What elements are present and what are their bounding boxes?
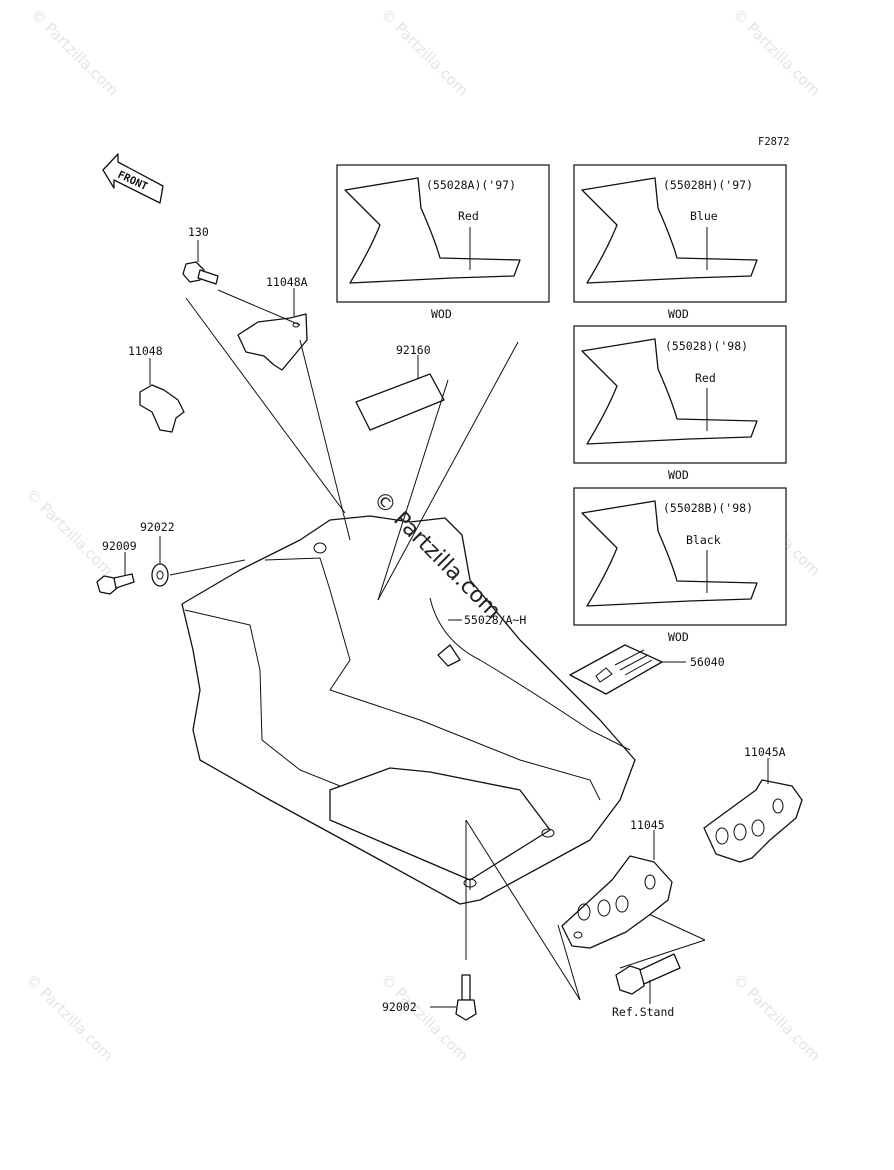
callout-130: 130 xyxy=(188,225,209,239)
callout-92002: 92002 xyxy=(382,1000,417,1014)
bolt-130: 130 xyxy=(182,225,219,285)
washer-92022: 92022 xyxy=(140,520,175,587)
variant-box-4: (55028B)('98) Black WOD xyxy=(573,487,787,644)
variant-caption: WOD xyxy=(668,307,689,321)
callout-92160: 92160 xyxy=(396,343,431,357)
variant-color: Red xyxy=(458,209,479,223)
watermark: © Partzilla.com xyxy=(27,5,122,100)
front-arrow-icon: FRONT xyxy=(102,153,164,204)
leader-lines xyxy=(169,289,706,1001)
callout-11045: 11045 xyxy=(630,818,665,832)
label-92160: 92160 xyxy=(355,343,445,431)
variant-caption: WOD xyxy=(668,630,689,644)
bolt-92002: 92002 xyxy=(382,974,477,1021)
callout-92009: 92009 xyxy=(102,539,137,553)
callout-ref-stand: Ref.Stand xyxy=(612,1005,674,1019)
callout-92022: 92022 xyxy=(140,520,175,534)
figure-code: F2872 xyxy=(758,136,790,148)
stand-pin: Ref.Stand xyxy=(612,953,681,1019)
callout-56040: 56040 xyxy=(690,655,725,669)
variant-box-1: (55028A)('97) Red WOD xyxy=(336,164,550,321)
watermark: © Partzilla.com xyxy=(377,970,472,1065)
watermark: © Partzilla.com xyxy=(377,5,472,100)
watermark: © Partzilla.com xyxy=(729,5,824,100)
variant-code: (55028B)('98) xyxy=(663,501,753,515)
variant-box-2: (55028H)('97) Blue WOD xyxy=(573,164,787,321)
bolt-92009: 92009 xyxy=(96,539,137,595)
variant-code: (55028H)('97) xyxy=(663,178,753,192)
variant-caption: WOD xyxy=(431,307,452,321)
variant-color: Red xyxy=(695,371,716,385)
callout-11048a: 11048A xyxy=(266,275,308,289)
variant-color: Black xyxy=(686,533,721,547)
bracket-11045a: 11045A xyxy=(703,745,803,863)
bracket-11048a: 11048A xyxy=(237,275,308,371)
label-56040: 56040 xyxy=(569,644,725,695)
callout-55028: 55028/A~H xyxy=(464,613,526,627)
bracket-11045: 11045 xyxy=(561,818,673,949)
callout-11045a: 11045A xyxy=(744,745,786,759)
variant-box-3: (55028)('98) Red WOD xyxy=(573,325,787,482)
variant-code: (55028A)('97) xyxy=(426,178,516,192)
variant-code: (55028)('98) xyxy=(665,339,748,353)
variant-color: Blue xyxy=(690,209,718,223)
watermark: © Partzilla.com xyxy=(729,970,824,1065)
callout-11048: 11048 xyxy=(128,344,163,358)
variant-caption: WOD xyxy=(668,468,689,482)
watermark: © Partzilla.com xyxy=(22,485,117,580)
watermark: © Partzilla.com xyxy=(22,970,117,1065)
under-cowl-55028 xyxy=(181,515,636,905)
clamp-11048: 11048 xyxy=(128,344,185,433)
